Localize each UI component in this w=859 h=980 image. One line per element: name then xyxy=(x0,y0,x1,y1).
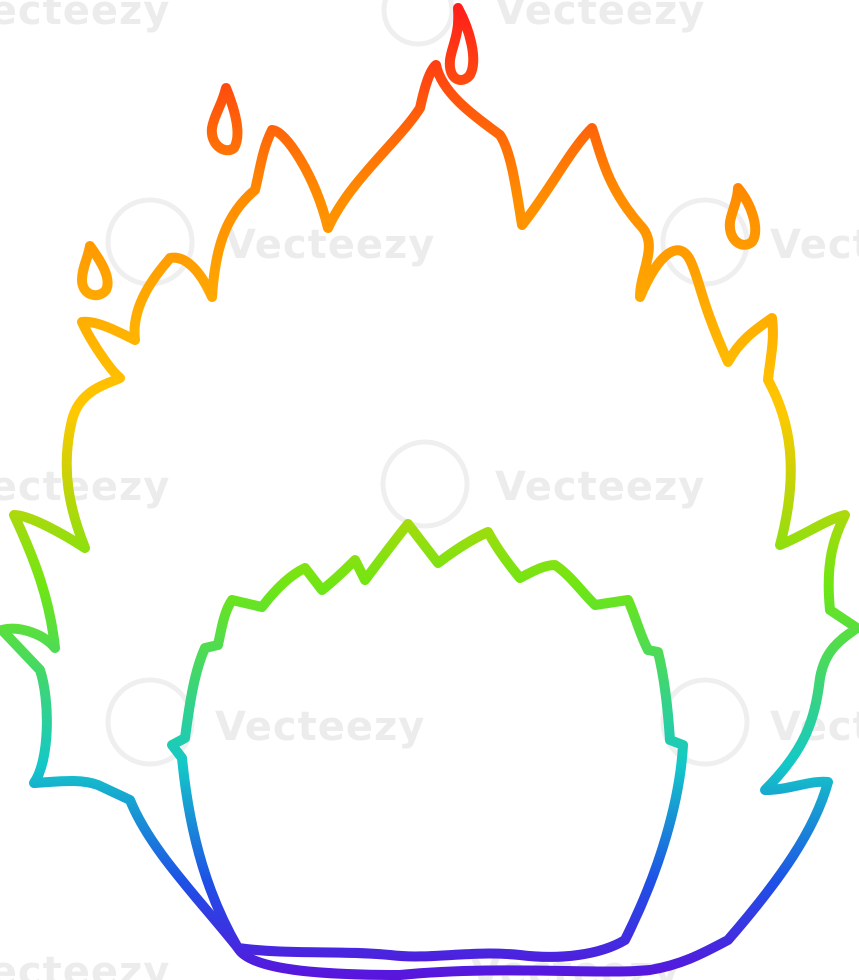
watermark-text: Vecteezy xyxy=(0,949,170,980)
outer-flame-outline xyxy=(0,60,859,980)
watermark-text: Vecteezy xyxy=(0,464,170,510)
inner-flame-outline xyxy=(167,519,688,962)
watermark-text: Vecteezy xyxy=(0,0,170,34)
watermark-text: Vecteezy xyxy=(215,704,425,750)
watermark-text: Vecteezy xyxy=(495,0,705,34)
watermark-row-3: Vecteezy Vecteezy xyxy=(0,439,705,529)
watermark-text: Vecteezy xyxy=(495,464,705,510)
watermark-logo-icon xyxy=(105,197,195,287)
watermark-logo-icon xyxy=(660,677,750,767)
watermark-text: Vecteezy xyxy=(770,222,859,268)
watermark-row-4: Vecteezy Vecteezy xyxy=(105,677,859,767)
ember-left-lower xyxy=(77,241,113,301)
fire-icon xyxy=(0,3,859,980)
ember-right xyxy=(724,183,761,250)
watermark-top: Vecteezy Vecteezy xyxy=(0,0,705,47)
watermark-logo-icon xyxy=(380,439,470,529)
ember-top xyxy=(444,3,479,85)
watermark-logo-icon xyxy=(381,0,455,47)
ember-left-upper xyxy=(206,83,243,156)
